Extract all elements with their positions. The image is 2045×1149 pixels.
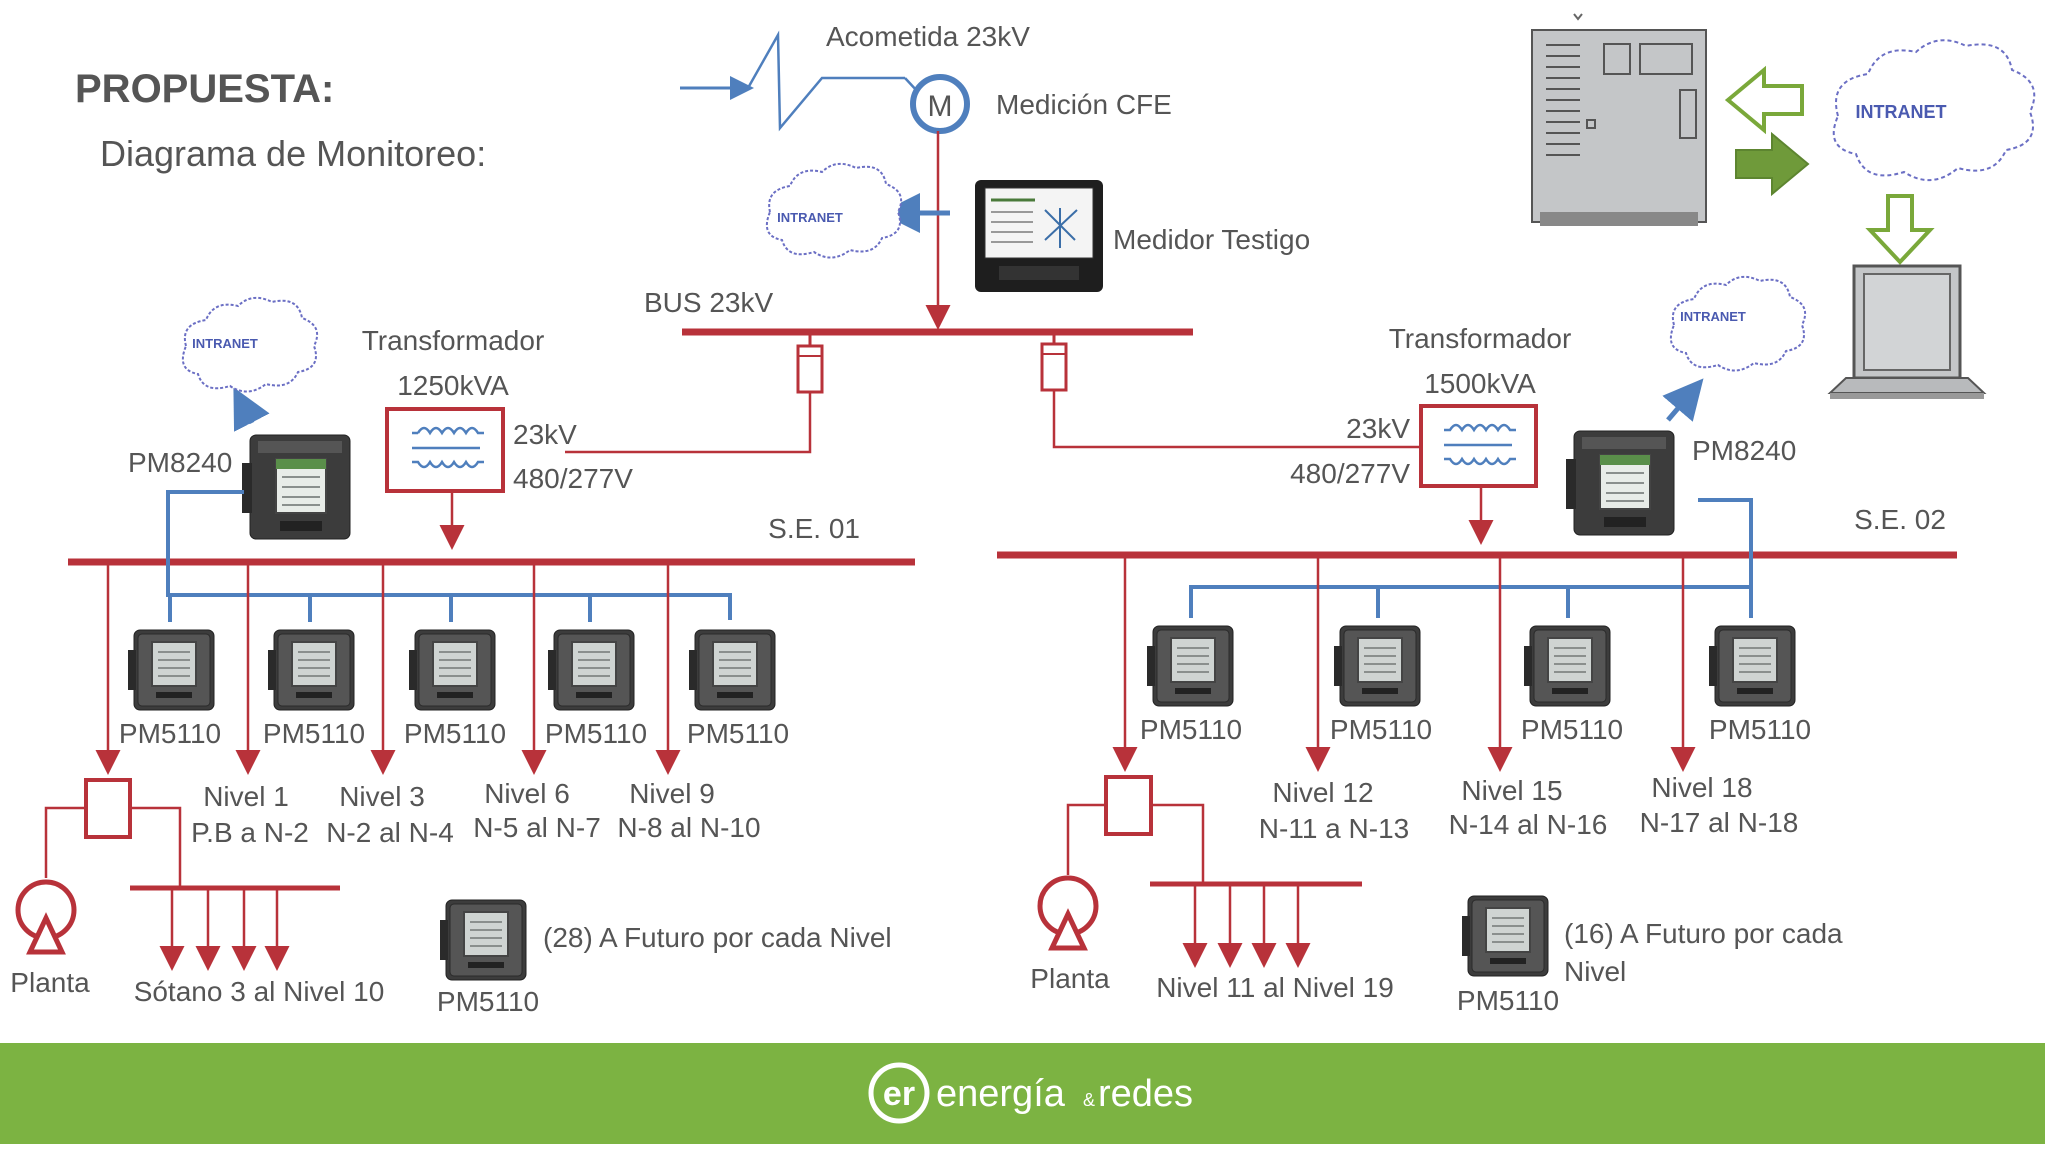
- se02-secondary-voltage: 480/277V: [1290, 458, 1410, 489]
- se01-feeder-4-range: N-8 al N-10: [617, 812, 760, 843]
- brand-name-part-1: energía: [936, 1073, 1066, 1115]
- se02-future-meter-label: PM5110: [1457, 985, 1559, 1016]
- page-title: PROPUESTA:: [75, 67, 334, 111]
- se02-meter-label-1: PM5110: [1140, 714, 1242, 745]
- se01-feeder-2-level: Nivel 3: [339, 781, 425, 812]
- intranet-cloud-icon: INTRANET: [766, 162, 902, 259]
- brand-name-part-2: redes: [1098, 1073, 1193, 1115]
- se01-feeder-1-range: P.B a N-2: [191, 817, 309, 848]
- cfe-meter-symbol: [910, 74, 970, 134]
- se01-future-meter-label: PM5110: [437, 986, 539, 1017]
- se02-plant-label: Planta: [1030, 963, 1110, 994]
- se01-feeder-2-range: N-2 al N-4: [326, 817, 454, 848]
- se02-intranet-cloud-icon: INTRANET: [1670, 275, 1806, 372]
- se01-pm5110-meter-5: [688, 629, 776, 711]
- se01-secondary-voltage: 480/277V: [513, 463, 633, 494]
- se02-pm5110-meter-4: [1708, 625, 1796, 707]
- footer-background: [0, 1043, 2045, 1144]
- se02-sub-bus-label: Nivel 11 al Nivel 19: [1156, 972, 1394, 1003]
- se02-intranet-label: INTRANET: [1680, 309, 1746, 324]
- se01-primary-voltage: 23kV: [513, 419, 577, 450]
- se02-primary-voltage: 23kV: [1346, 413, 1410, 444]
- arrow-left-outline-icon: [1724, 65, 1804, 135]
- brand-logo-icon: [868, 1062, 930, 1124]
- se02-meter-label-3: PM5110: [1521, 714, 1623, 745]
- se01-intranet-label: INTRANET: [192, 336, 258, 351]
- se02-pm8240-meter: [1565, 430, 1675, 536]
- se02-feeder-1-level: Nivel 12: [1272, 777, 1373, 808]
- se02-pm5110-meter-2: [1333, 625, 1421, 707]
- se01-feeder-3-level: Nivel 6: [484, 778, 570, 809]
- se01-generator-icon: [15, 879, 77, 955]
- se01-meter-label-1: PM5110: [119, 718, 221, 749]
- se02-pm5110-meter-1: [1146, 625, 1234, 707]
- bus-breaker-left: [565, 332, 824, 454]
- acometida-label: Acometida 23kV: [826, 21, 1030, 52]
- se01-transformer-title: Transformador: [362, 325, 545, 356]
- se02-transformer-symbol: [1419, 404, 1538, 545]
- se01-feeder-1-level: Nivel 1: [203, 781, 289, 812]
- se01-sub-bus-label: Sótano 3 al Nivel 10: [134, 976, 385, 1007]
- corner-intranet-label: INTRANET: [1856, 102, 1947, 122]
- se02-feeder-3-range: N-17 al N-18: [1640, 807, 1799, 838]
- se01-plant-label: Planta: [10, 967, 90, 998]
- se02-transfer-switch: [1066, 775, 1205, 884]
- se01-pm5110-meter-1: [127, 629, 215, 711]
- se01-feeder-3-range: N-5 al N-7: [473, 812, 601, 843]
- se02-generator-icon: [1037, 875, 1099, 951]
- corner-intranet-cloud-icon: INTRANET: [1832, 39, 2036, 181]
- server-cabinet-icon: [1531, 13, 1707, 226]
- se02-transformer-title: Transformador: [1389, 323, 1572, 354]
- se01-meter-label-5: PM5110: [687, 718, 789, 749]
- se02-transformer-rating: 1500kVA: [1424, 368, 1536, 399]
- se01-main-meter-label: PM8240: [128, 447, 232, 478]
- se02-future-text-1: (16) A Futuro por cada: [1564, 918, 1843, 949]
- se01-transformer-rating: 1250kVA: [397, 370, 509, 401]
- se02-main-meter-label: PM8240: [1692, 435, 1796, 466]
- se01-meter-label-2: PM5110: [263, 718, 365, 749]
- se02-feeder-2-range: N-14 al N-16: [1449, 809, 1608, 840]
- se01-pm5110-meter-4: [547, 629, 635, 711]
- se01-label: S.E. 01: [768, 513, 860, 544]
- intranet-label: INTRANET: [777, 210, 843, 225]
- footer-bar: er energía & redes: [0, 1043, 2045, 1144]
- se02-feeder-2-level: Nivel 15: [1461, 775, 1562, 806]
- meter-symbol-label: M: [928, 90, 953, 123]
- se02-meter-label-2: PM5110: [1330, 714, 1432, 745]
- se01-meter-label-4: PM5110: [545, 718, 647, 749]
- se02-future-meter: [1461, 895, 1549, 977]
- se01-feeder-4-level: Nivel 9: [629, 778, 715, 809]
- se01-future-text: (28) A Futuro por cada Nivel: [543, 922, 892, 953]
- brand-logo-mark: er: [883, 1075, 915, 1113]
- se01-transformer-symbol: [385, 407, 505, 550]
- medicion-cfe-label: Medición CFE: [996, 89, 1172, 120]
- se02-meter-label-4: PM5110: [1709, 714, 1811, 745]
- se02-pm5110-meter-3: [1523, 625, 1611, 707]
- se01-pm5110-meter-2: [267, 629, 355, 711]
- arrow-down-outline-icon: [1865, 194, 1935, 265]
- bus-breaker-right: [1040, 332, 1420, 449]
- se01-pm5110-meter-3: [408, 629, 496, 711]
- se01-transfer-switch: [44, 778, 182, 887]
- page-subtitle: Diagrama de Monitoreo:: [100, 133, 486, 174]
- se02-feeder-3-level: Nivel 18: [1651, 772, 1752, 803]
- medidor-testigo-device: [975, 180, 1103, 292]
- se01-intranet-cloud-icon: INTRANET: [182, 296, 318, 393]
- bus-23kv-label: BUS 23kV: [644, 287, 773, 318]
- brand-ampersand: &: [1083, 1090, 1095, 1110]
- se01-pm8240-meter: [241, 434, 351, 540]
- laptop-icon: [1827, 264, 1987, 399]
- se01-future-meter: [439, 899, 527, 981]
- se01-meter-label-3: PM5110: [404, 718, 506, 749]
- se02-future-text-2: Nivel: [1564, 956, 1626, 987]
- medidor-testigo-label: Medidor Testigo: [1113, 224, 1310, 255]
- incoming-service: M: [680, 30, 970, 330]
- se02-label: S.E. 02: [1854, 504, 1946, 535]
- se02-feeder-1-range: N-11 a N-13: [1259, 813, 1409, 844]
- arrow-right-filled-icon: [1735, 131, 1810, 197]
